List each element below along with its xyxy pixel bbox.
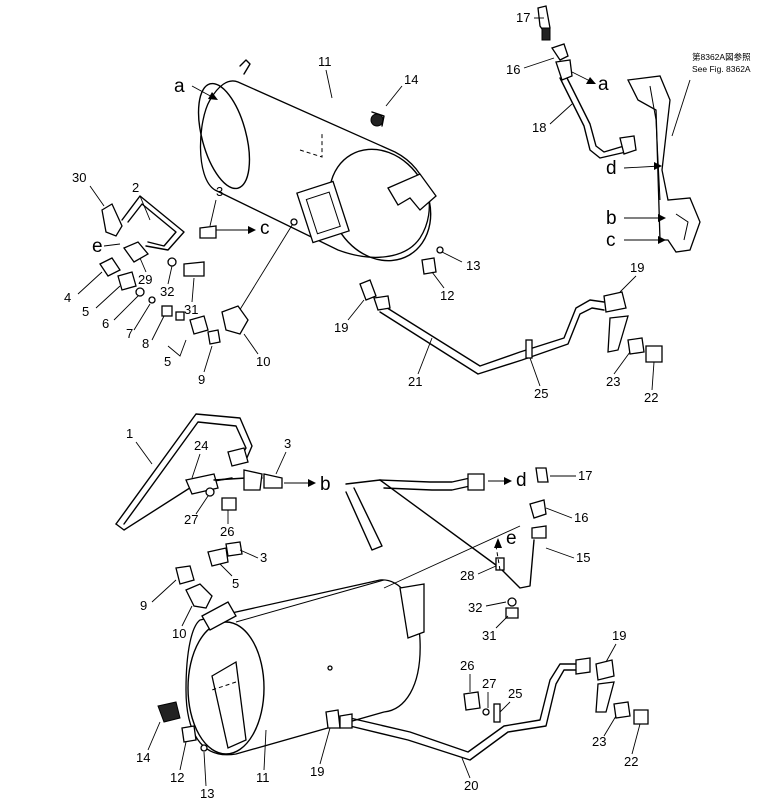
callout-27-bottom: 27 bbox=[482, 676, 496, 691]
callout-23-top: 23 bbox=[606, 374, 620, 389]
callout-12-top: 12 bbox=[440, 288, 454, 303]
callout-25-top: 25 bbox=[534, 386, 548, 401]
callout-21: 21 bbox=[408, 374, 422, 389]
callout-10-top: 10 bbox=[256, 354, 270, 369]
callout-22-top: 22 bbox=[644, 390, 658, 405]
callout-22-bottom: 22 bbox=[624, 754, 638, 769]
callout-14-bottom: 14 bbox=[136, 750, 150, 765]
callout-3-top: 3 bbox=[216, 184, 223, 199]
callout-26-bottom: 26 bbox=[460, 658, 474, 673]
callout-8: 8 bbox=[142, 336, 149, 351]
pipe-15 bbox=[345, 467, 549, 619]
callout-14-top: 14 bbox=[404, 72, 418, 87]
reference-note-en: See Fig. 8362A bbox=[692, 64, 751, 74]
callout-1: 1 bbox=[126, 426, 133, 441]
callout-19-top-left: 19 bbox=[334, 320, 348, 335]
letter-b-right: b bbox=[606, 208, 617, 229]
callout-20: 20 bbox=[464, 778, 478, 793]
callout-17-top: 17 bbox=[516, 10, 530, 25]
top-assembly bbox=[99, 5, 701, 375]
callouts-top: 11 14 17 16 18 30 2 3 12 13 4 29 5 6 32 … bbox=[64, 10, 658, 405]
pipe-1 bbox=[115, 413, 253, 525]
letter-a-right: a bbox=[598, 74, 609, 95]
bracket-assembly-top-right bbox=[537, 5, 701, 253]
letter-e-left: e bbox=[92, 236, 103, 257]
bottom-assembly bbox=[115, 413, 649, 761]
callout-19-bottom-left: 19 bbox=[310, 764, 324, 779]
callout-17-bottom: 17 bbox=[578, 468, 592, 483]
callout-9-bottom: 9 bbox=[140, 598, 147, 613]
callout-24: 24 bbox=[194, 438, 208, 453]
callout-27-top: 27 bbox=[184, 512, 198, 527]
air-tank-bottom bbox=[157, 525, 521, 756]
callout-13-top: 13 bbox=[466, 258, 480, 273]
callout-3-bottom-a: 3 bbox=[284, 436, 291, 451]
callout-7: 7 bbox=[126, 326, 133, 341]
callout-11-top: 11 bbox=[318, 54, 332, 69]
callout-19-top-right: 19 bbox=[630, 260, 644, 275]
letter-d-bottom: d bbox=[516, 470, 527, 491]
reference-note: 第8362A図参照 See Fig. 8362A bbox=[692, 52, 751, 74]
callout-31-bottom: 31 bbox=[482, 628, 496, 643]
callout-5-top-b: 5 bbox=[164, 354, 171, 369]
callout-13-bottom: 13 bbox=[200, 786, 214, 801]
reference-note-jp: 第8362A図参照 bbox=[692, 52, 751, 62]
callout-23-bottom: 23 bbox=[592, 734, 606, 749]
letter-c-right: c bbox=[606, 230, 616, 251]
callout-18: 18 bbox=[532, 120, 546, 135]
callout-31-top: 31 bbox=[184, 302, 198, 317]
callout-32-bottom: 32 bbox=[468, 600, 482, 615]
letter-e-bottom: e bbox=[506, 528, 517, 549]
callout-4-top: 4 bbox=[64, 290, 71, 305]
callout-3-bottom-b: 3 bbox=[260, 550, 267, 565]
callout-16-top: 16 bbox=[506, 62, 520, 77]
callout-5-top-a: 5 bbox=[82, 304, 89, 319]
callout-32-top: 32 bbox=[160, 284, 174, 299]
callout-26-top: 26 bbox=[220, 524, 234, 539]
callout-29: 29 bbox=[138, 272, 152, 287]
letter-c-left: c bbox=[260, 218, 270, 239]
callout-12-bottom: 12 bbox=[170, 770, 184, 785]
valve-group-top-left bbox=[99, 195, 249, 345]
callout-19-bottom-right: 19 bbox=[612, 628, 626, 643]
callouts-bottom: 1 24 3 17 16 27 26 15 3 28 9 5 32 10 31 … bbox=[126, 426, 641, 801]
pipe-21-top bbox=[359, 246, 663, 375]
letter-b-bottom: b bbox=[320, 474, 331, 495]
callout-25-bottom: 25 bbox=[508, 686, 522, 701]
callout-30: 30 bbox=[72, 170, 86, 185]
letter-d-right: d bbox=[606, 158, 617, 179]
callout-16-bottom: 16 bbox=[574, 510, 588, 525]
callout-5-bottom: 5 bbox=[232, 576, 239, 591]
pipe-20 bbox=[325, 657, 649, 761]
callout-11-bottom: 11 bbox=[256, 770, 270, 785]
callout-10-bottom: 10 bbox=[172, 626, 186, 641]
callout-15: 15 bbox=[576, 550, 590, 565]
connection-letters: a a c e d b c b d e bbox=[92, 71, 666, 549]
letter-a-left: a bbox=[174, 76, 185, 97]
callout-28: 28 bbox=[460, 568, 474, 583]
air-tank-top bbox=[197, 59, 437, 317]
callout-2: 2 bbox=[132, 180, 139, 195]
callout-6: 6 bbox=[102, 316, 109, 331]
callout-9-top: 9 bbox=[198, 372, 205, 387]
